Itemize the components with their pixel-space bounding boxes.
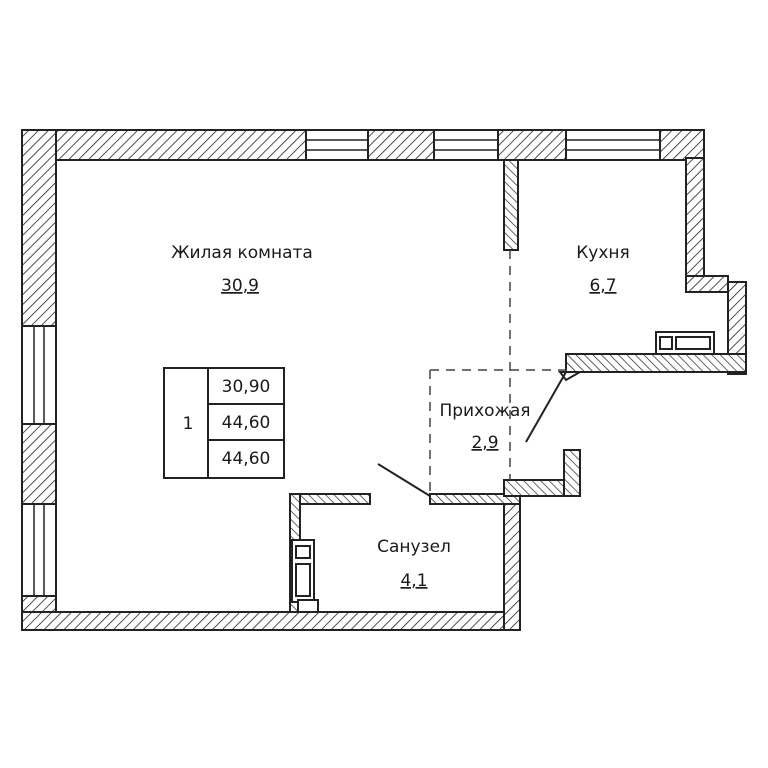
hallway-right-stub	[563, 449, 581, 497]
left-wall-mid	[21, 423, 57, 505]
top-wall-far-right	[659, 129, 705, 161]
bathroom-top-wall	[289, 493, 371, 505]
living-area-value: 30,90	[222, 377, 271, 397]
window-top-2	[433, 129, 499, 161]
kitchen-bottom-wall	[565, 353, 747, 373]
window-top-1	[305, 129, 369, 161]
kitchen-partition-stub	[503, 159, 519, 251]
kitchen-door-leaf	[525, 371, 567, 443]
room-kitchen-area: 6,7	[589, 276, 616, 296]
bathroom-fixture	[291, 539, 319, 613]
windows	[21, 129, 661, 597]
room-living-area: 30,9	[221, 276, 259, 296]
room-hallway: Прихожая 2,9	[439, 401, 530, 453]
room-hallway-area: 2,9	[471, 433, 498, 453]
top-wall-right	[497, 129, 567, 161]
total-area-with-balcony-value: 44,60	[222, 449, 271, 469]
room-kitchen-name: Кухня	[576, 243, 630, 263]
window-top-3	[565, 129, 661, 161]
room-bathroom: Санузел 4,1	[377, 537, 451, 591]
door-lines	[377, 371, 567, 497]
top-wall-left	[21, 129, 307, 161]
hallway-bottom-wall	[429, 493, 521, 505]
left-wall-top	[21, 129, 57, 327]
bottom-wall	[21, 611, 521, 631]
room-bathroom-area: 4,1	[400, 571, 427, 591]
window-left-1	[21, 325, 57, 425]
kitchen-stove	[655, 331, 715, 355]
kitchen-right-wall	[685, 157, 705, 291]
room-hallway-name: Прихожая	[439, 401, 530, 421]
rooms-count: 1	[183, 414, 194, 434]
bathroom-right-wall	[503, 497, 521, 631]
kitchen-outer-wall	[727, 281, 747, 375]
room-bathroom-name: Санузел	[377, 537, 451, 557]
zone-boundaries	[429, 250, 570, 494]
outer-walls	[21, 129, 747, 631]
room-living: Жилая комната 30,9	[171, 243, 313, 296]
window-left-2	[21, 503, 57, 597]
total-area-value: 44,60	[222, 413, 271, 433]
room-living-name: Жилая комната	[171, 243, 313, 263]
kitchen-ledge	[685, 275, 729, 293]
apartment-area-table	[163, 367, 285, 479]
room-kitchen: Кухня 6,7	[576, 243, 630, 296]
hallway-door-leaf	[377, 463, 431, 497]
top-wall-mid	[367, 129, 435, 161]
